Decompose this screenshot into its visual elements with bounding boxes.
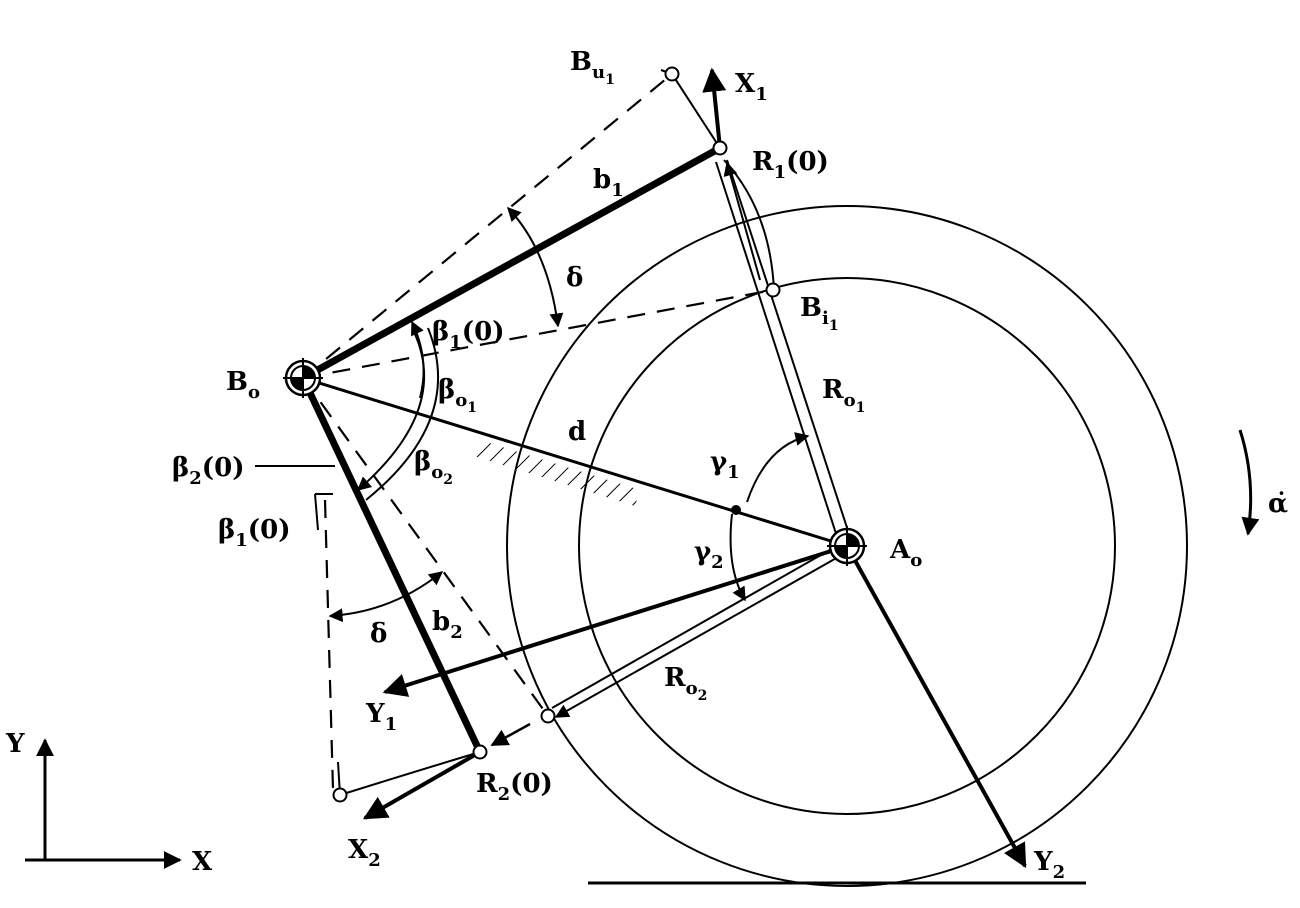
label-x2: X2 [348, 835, 381, 871]
arc-gamma2 [729, 513, 746, 602]
label-bi1: Bi1 [800, 293, 839, 334]
roller-path-bottom [337, 751, 481, 796]
dashed-line-bo-bu1 [302, 73, 673, 379]
label-betao2: βo2 [414, 447, 453, 488]
label-r2: R2(0) [476, 769, 553, 805]
label-y1: Y1 [365, 699, 397, 735]
joint-lower-path[interactable] [332, 787, 348, 803]
axis-y1 [382, 544, 848, 697]
dashed-line-bo-bi1 [302, 288, 774, 380]
label-b1: b1 [593, 165, 624, 201]
label-ro2: Ro2 [664, 663, 707, 704]
joint-ro2-end[interactable] [540, 708, 556, 724]
ground-hatching [474, 440, 640, 506]
label-delta-top: δ [566, 263, 583, 293]
lever-arm-b2[interactable] [299, 376, 484, 754]
axis-x2 [362, 750, 481, 820]
beta1-left-bracket-b [314, 493, 319, 531]
arrow-r2 [490, 722, 531, 747]
label-r1: R1(0) [752, 147, 829, 183]
label-betao1: βo1 [438, 375, 477, 416]
label-beta2: β2(0) [172, 453, 245, 489]
label-x: X [192, 847, 213, 877]
joint-bi1[interactable] [765, 282, 781, 298]
outer-cam-circle [506, 205, 1188, 887]
joint-r1[interactable] [712, 140, 728, 156]
label-b2: b2 [432, 607, 463, 643]
dashed-vertical-line [323, 499, 335, 791]
label-gamma2: γ2 [694, 537, 724, 573]
radius-ro1-a [715, 161, 841, 547]
inner-base-circle [578, 277, 1116, 815]
label-delta-bottom: δ [370, 619, 387, 649]
arc-delta-bottom [328, 571, 444, 623]
radius-ro1-b [726, 159, 853, 544]
label-ro1: Ro1 [822, 375, 865, 416]
frame-line-d [302, 376, 848, 548]
arc-ro1-to-bi1 [723, 159, 775, 291]
label-x1: X1 [735, 69, 768, 105]
label-bo: Bo [226, 367, 260, 403]
label-beta1-left: β1(0) [218, 515, 291, 551]
pivot-ao[interactable] [827, 526, 867, 566]
label-beta1-top: β1(0) [432, 317, 505, 353]
arc-betao2 [365, 327, 440, 501]
arc-betao1 [356, 331, 426, 491]
label-y: Y [5, 729, 25, 759]
radius-ro1-arrow [723, 161, 761, 281]
roller-path-top [660, 69, 721, 149]
label-ao: Ao [889, 535, 922, 571]
arc-delta-top [507, 206, 564, 328]
arc-gamma1 [746, 432, 810, 503]
pivot-bo[interactable] [283, 358, 323, 398]
label-alpha-dot: α̇ [1268, 489, 1288, 519]
joint-d-mid [731, 505, 741, 515]
label-y2: Y2 [1033, 847, 1065, 883]
label-bu1: Bu1 [570, 47, 615, 88]
radius-ro2-a [551, 542, 843, 709]
joint-bu1[interactable] [664, 66, 680, 82]
label-gamma1: γ1 [710, 447, 740, 483]
axis-y2 [845, 545, 1027, 869]
axis-x1 [702, 67, 727, 149]
joint-r2[interactable] [472, 744, 488, 760]
alpha-dot-arrow [1238, 429, 1260, 536]
radius-ro2-b [554, 551, 848, 718]
label-d: d [568, 417, 586, 447]
dashed-line-bo-lower [302, 377, 549, 717]
